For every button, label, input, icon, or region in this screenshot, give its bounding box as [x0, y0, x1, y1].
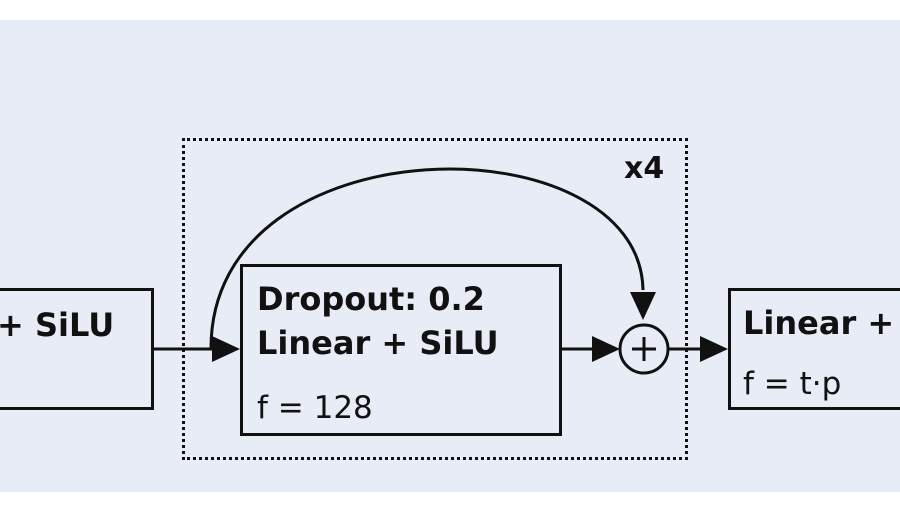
- arrow-head-icon: [212, 336, 240, 362]
- right-block-feature-label: f = t·p: [743, 366, 842, 402]
- arrow-head-icon: [630, 292, 656, 320]
- right-block-label: Linear +: [743, 304, 895, 342]
- feature-size-label: f = 128: [257, 390, 373, 426]
- residual-arc: [209, 167, 645, 350]
- arrow-head-icon: [700, 336, 728, 362]
- repeat-group: [182, 138, 688, 460]
- left-block: + SiLU: [0, 288, 154, 410]
- plus-circle-icon: [618, 323, 670, 375]
- arrow-head-icon: [592, 336, 620, 362]
- dropout-label: Dropout: 0.2: [257, 280, 485, 318]
- middle-block: Dropout: 0.2 Linear + SiLU f = 128: [240, 264, 562, 436]
- right-block: Linear + f = t·p: [728, 288, 900, 410]
- linear-silu-label: Linear + SiLU: [257, 324, 499, 362]
- repeat-count-label: x4: [624, 151, 665, 186]
- left-block-label: + SiLU: [0, 306, 115, 344]
